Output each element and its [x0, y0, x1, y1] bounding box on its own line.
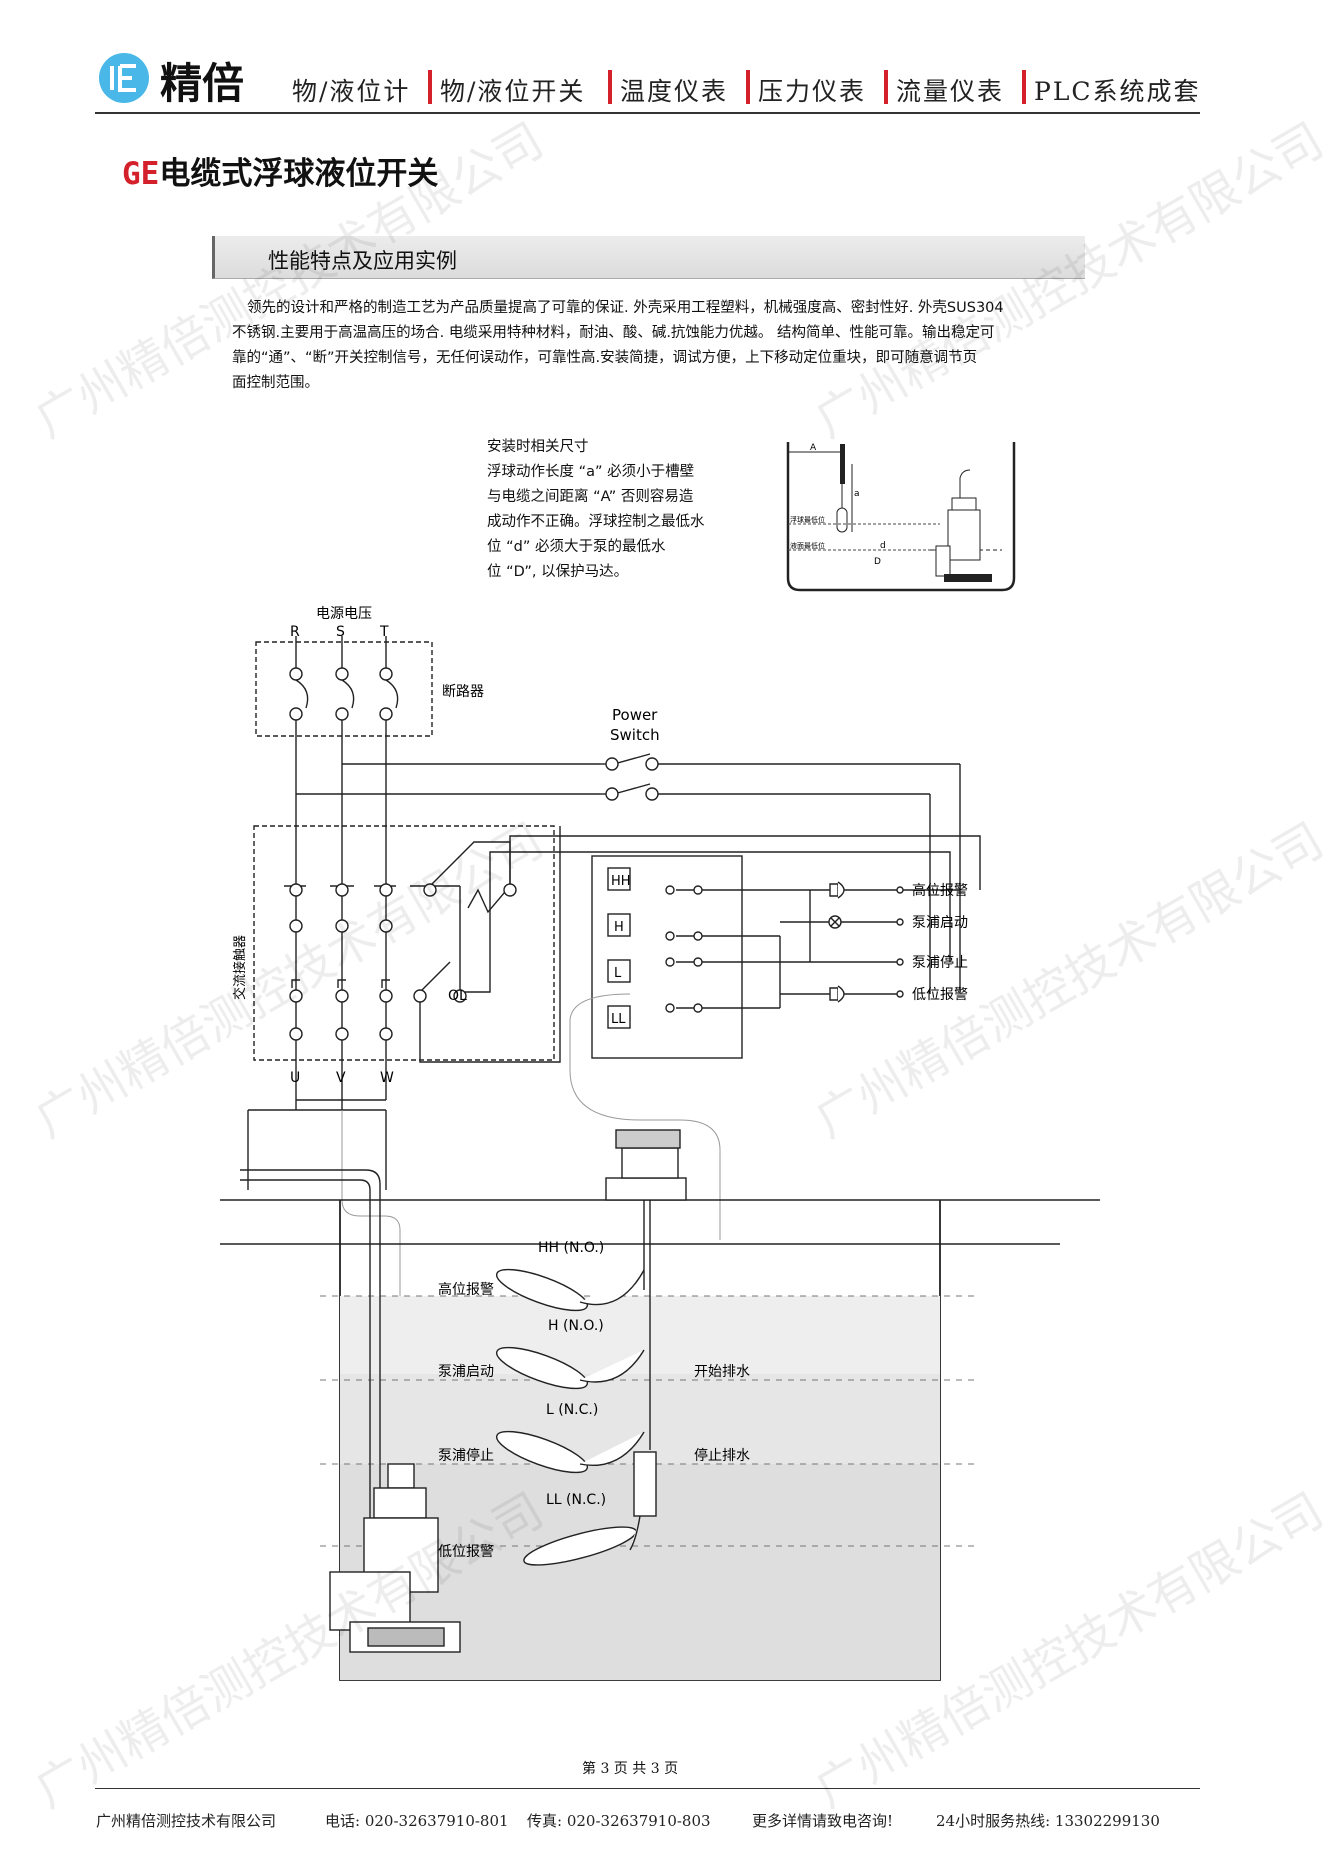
nav-item[interactable]: 流量仪表: [896, 77, 1005, 106]
footer-company: 广州精倍测控技术有限公司: [96, 1812, 277, 1830]
float-low-label: 浮球最低位: [790, 515, 825, 524]
output-label: U: [290, 1070, 300, 1086]
alarm-label: 高位报警: [912, 882, 968, 899]
label-A: A: [810, 443, 817, 453]
footer-consult: 更多详情请致电咨询!: [752, 1812, 894, 1830]
control-schematic: 电源电压 R S T 断路器 Power Switch 交流接触器 OL U V…: [220, 606, 1100, 1681]
intro-line: 领先的设计和严格的制造工艺为产品质量提高了可靠的保证. 外壳采用工程塑料，机械强…: [247, 300, 1004, 316]
phase-label: R: [290, 624, 300, 640]
contactor-label: 交流接触器: [232, 935, 248, 1000]
float-label: HH (N.O.): [538, 1240, 604, 1256]
header-divider: [95, 112, 1200, 114]
note-line: 成动作不正确。浮球控制之最低水: [487, 514, 705, 530]
install-note: 安装时相关尺寸 浮球动作长度 “a” 必须小于槽壁 与电缆之间距离 “A” 否则…: [487, 435, 727, 585]
alarm-label: 低位报警: [912, 987, 968, 1003]
breaker-label: 断路器: [442, 684, 484, 700]
intro-line: 面控制范围。: [232, 375, 319, 391]
switch-label: HH: [611, 874, 631, 889]
nav-separator: [746, 70, 750, 104]
alarm-label: 泵浦启动: [912, 915, 968, 931]
nav-item[interactable]: 温度仪表: [620, 77, 729, 106]
output-label: W: [380, 1070, 394, 1086]
float-label: H (N.O.): [548, 1318, 604, 1334]
output-label: V: [336, 1070, 346, 1086]
install-diagram: A a 浮球最低位 液面最低位 D d: [786, 442, 1016, 592]
nav-item[interactable]: 物/液位开关: [440, 77, 586, 106]
nav-separator: [1022, 70, 1026, 104]
footer-divider: [95, 1788, 1200, 1789]
float-ball-icon: [495, 1268, 657, 1566]
nav-item[interactable]: 物/液位计: [292, 77, 411, 106]
note-line: 浮球动作长度 “a” 必须小于槽壁: [487, 464, 695, 480]
alarm-bell-icon: [829, 881, 845, 1003]
pump-lamp-icon: [828, 915, 842, 929]
switch-label: LL: [611, 1012, 626, 1027]
tank: [220, 1199, 1100, 1681]
alarm-label: 泵浦停止: [912, 954, 968, 971]
tank-right-label: 停止排水: [694, 1447, 750, 1464]
float-label: LL (N.C.): [546, 1492, 606, 1508]
intro-paragraph: 领先的设计和严格的制造工艺为产品质量提高了可靠的保证. 外壳采用工程塑料，机械强…: [232, 296, 1062, 396]
note-line: 位 “D”, 以保护马达。: [487, 564, 629, 580]
footer-hotline: 24小时服务热线: 13302299130: [936, 1812, 1160, 1830]
page-number: 第 3 页 共 3 页: [582, 1761, 679, 1777]
tank-left-label: 高位报警: [438, 1281, 494, 1298]
page-title: GE电缆式浮球液位开关: [122, 148, 438, 193]
phase-label: S: [336, 624, 345, 640]
switch-label: L: [614, 966, 622, 981]
title-prefix: GE: [122, 156, 160, 192]
tank-right-label: 开始排水: [694, 1364, 750, 1380]
nav-separator: [608, 70, 612, 104]
footer-fax: 传真: 020-32637910-803: [527, 1812, 711, 1830]
nav-item[interactable]: 压力仪表: [758, 77, 867, 106]
section-bar: [212, 236, 1085, 279]
float-head-icon: [605, 1129, 687, 1450]
label-d: d: [880, 541, 886, 551]
nav-separator: [884, 70, 888, 104]
intro-line: 不锈钢.主要用于高温高压的场合. 电缆采用特种材料，耐油、酸、碱.抗蚀能力优越。…: [232, 325, 995, 341]
footer-phone: 电话: 020-32637910-801: [325, 1812, 509, 1830]
brand-logo: [98, 52, 150, 104]
logo-icon: [99, 53, 149, 103]
tank-left-label: 低位报警: [438, 1544, 494, 1560]
section-title: 性能特点及应用实例: [268, 249, 457, 273]
intro-line: 靠的“通”、“断”开关控制信号，无任何误动作，可靠性高.安装简捷，调试方便，上下…: [232, 350, 978, 366]
title-text: 电缆式浮球液位开关: [159, 156, 439, 192]
note-line: 与电缆之间距离 “A” 否则容易造: [487, 489, 694, 505]
switch-label: H: [614, 920, 624, 935]
power-voltage-label: 电源电压: [316, 606, 372, 622]
label-D: D: [874, 557, 881, 567]
phase-label: T: [379, 624, 389, 640]
pump-icon: [329, 1463, 461, 1653]
tank-left-label: 泵浦停止: [438, 1447, 494, 1464]
label-a: a: [854, 489, 860, 499]
power-switch-label: Power: [612, 706, 658, 724]
tank-left-label: 泵浦启动: [438, 1364, 494, 1380]
brand-name: 精倍: [160, 59, 245, 108]
nav-item[interactable]: PLC系统成套: [1034, 77, 1201, 106]
note-line: 安装时相关尺寸: [487, 439, 589, 455]
float-label: L (N.C.): [546, 1402, 598, 1418]
power-switch-label: Switch: [610, 726, 660, 744]
nav-separator: [428, 70, 432, 104]
water-low-label: 液面最低位: [790, 541, 825, 550]
note-line: 位 “d” 必须大于泵的最低水: [487, 539, 666, 555]
ol-label: OL: [448, 988, 467, 1004]
